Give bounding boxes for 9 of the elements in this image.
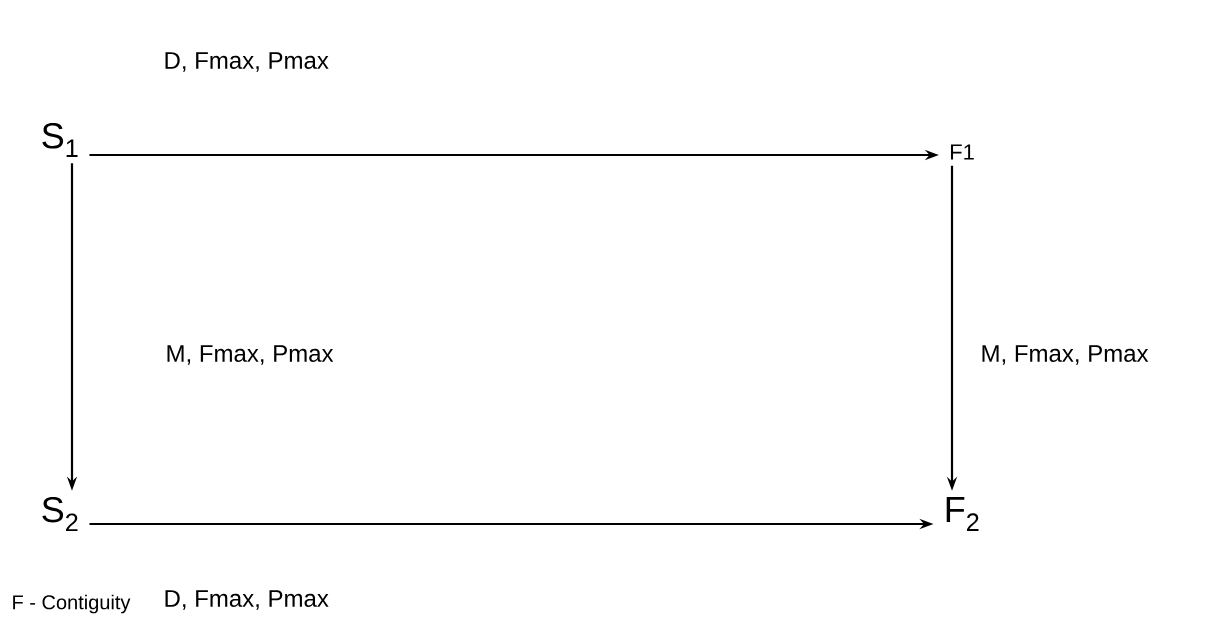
edge-label: M, Fmax, Pmax xyxy=(982,345,1149,365)
node-label: F1 xyxy=(951,144,974,160)
edge-label: M, Fmax, Pmax xyxy=(167,345,334,365)
node-label: S$_{2}$ xyxy=(42,496,78,532)
note: F - Contiguity xyxy=(13,594,131,614)
edge-label: D, Fmax, Pmax xyxy=(165,590,329,610)
edge-label: D, Fmax, Pmax xyxy=(165,52,329,72)
node-label: F$_{2}$ xyxy=(946,497,979,531)
node-label: S$_{1}$ xyxy=(42,123,78,157)
